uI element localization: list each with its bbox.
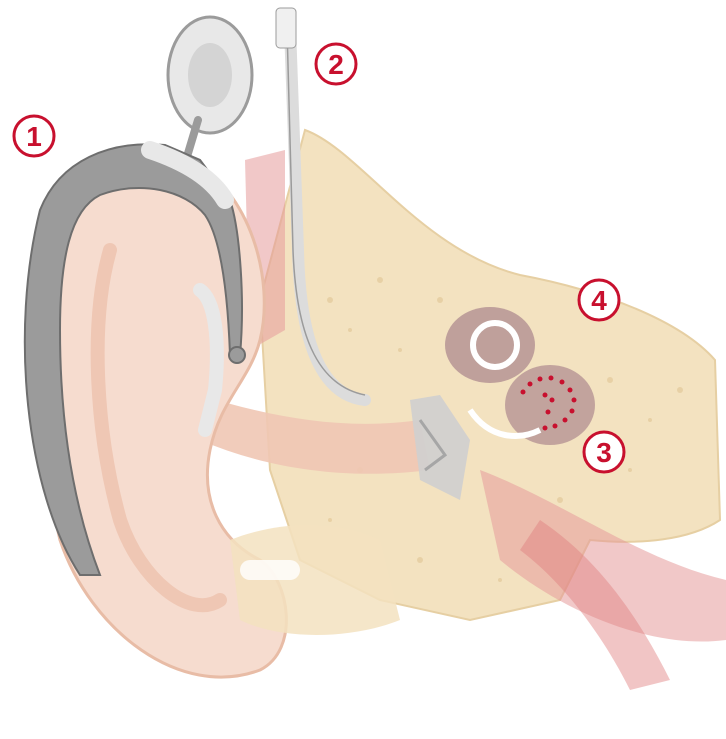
lead-wire-tip: [276, 8, 296, 48]
cartilage-piece: [240, 560, 300, 580]
callout-1: 1: [14, 116, 54, 156]
callout-3: 3: [584, 432, 624, 472]
callout-3-label: 3: [596, 437, 612, 468]
callout-4-label: 4: [591, 285, 607, 316]
callout-2-label: 2: [328, 49, 344, 80]
callout-4: 4: [579, 280, 619, 320]
callout-1-label: 1: [26, 121, 42, 152]
callout-2: 2: [316, 44, 356, 84]
